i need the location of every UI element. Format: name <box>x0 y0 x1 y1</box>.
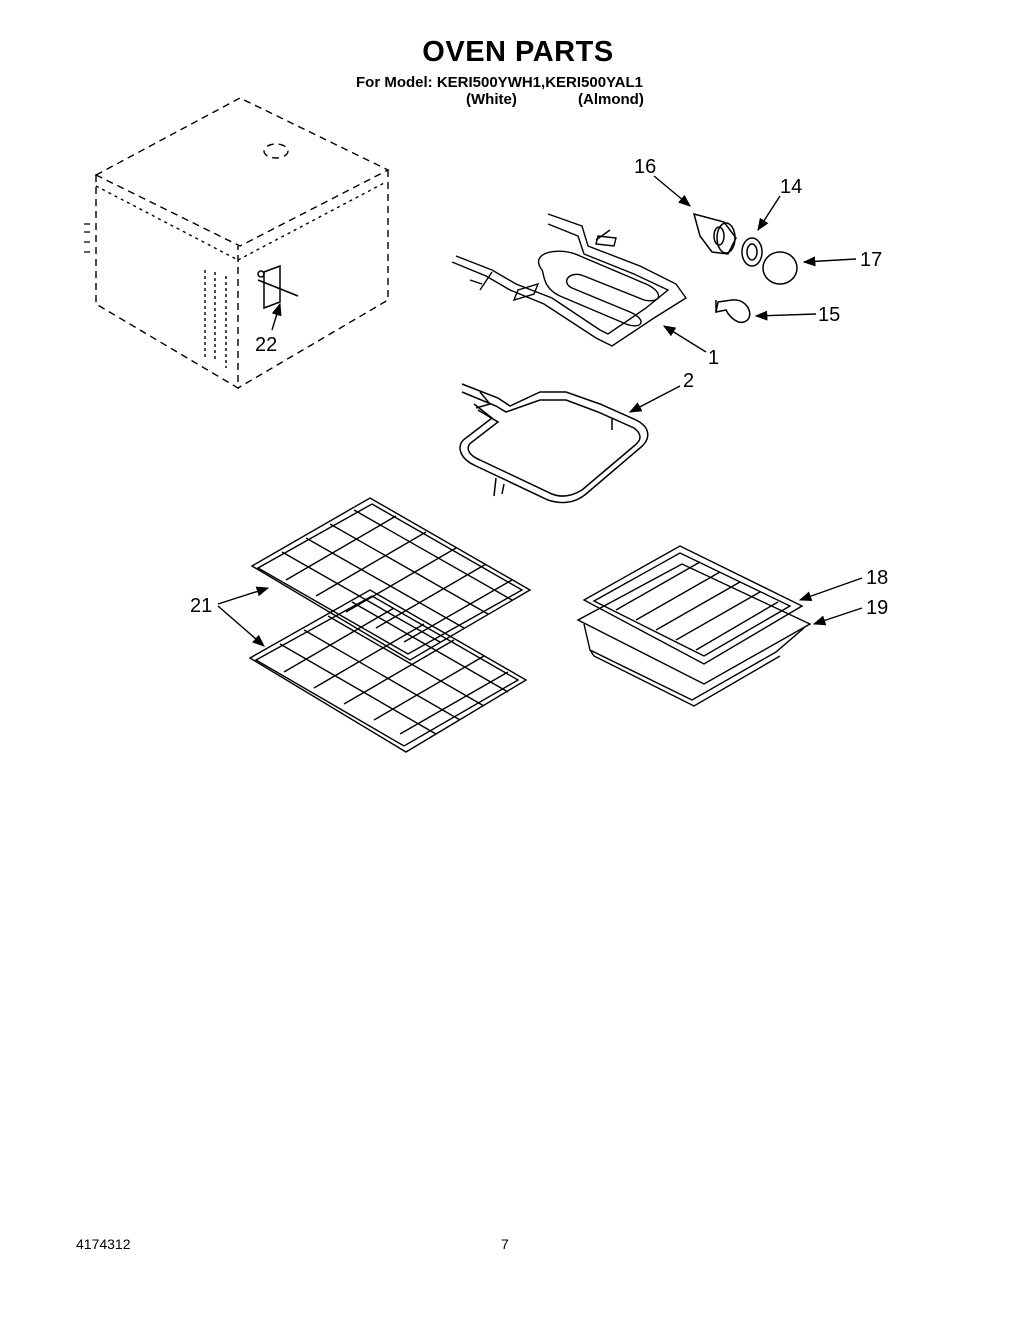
oven-sensor-part <box>257 264 299 310</box>
callout-16: 16 <box>634 156 656 178</box>
oven-cavity <box>94 97 390 390</box>
oven-side-marks <box>84 223 90 253</box>
oven-racks <box>248 497 532 753</box>
callout-18: 18 <box>866 567 888 589</box>
callout-1: 1 <box>708 347 719 369</box>
leader-lines <box>217 175 863 647</box>
callout-15: 15 <box>818 304 840 326</box>
broil-element <box>451 213 688 347</box>
callout-14: 14 <box>780 176 802 198</box>
page-title: OVEN PARTS <box>422 36 614 68</box>
page-number: 7 <box>501 1236 509 1252</box>
callout-21: 21 <box>190 595 212 617</box>
callout-19: 19 <box>866 597 888 619</box>
model-line: For Model: KERI500YWH1,KERI500YAL1 <box>356 74 644 91</box>
callout-17: 17 <box>860 249 882 271</box>
variant-almond: (Almond) <box>578 91 644 108</box>
callout-22: 22 <box>255 334 277 356</box>
document-number: 4174312 <box>76 1236 131 1252</box>
oven-light-assembly <box>692 212 798 324</box>
callout-2: 2 <box>683 370 694 392</box>
variant-white: (White) <box>466 91 517 108</box>
bake-element <box>459 383 649 504</box>
broiler-pan <box>576 545 812 707</box>
